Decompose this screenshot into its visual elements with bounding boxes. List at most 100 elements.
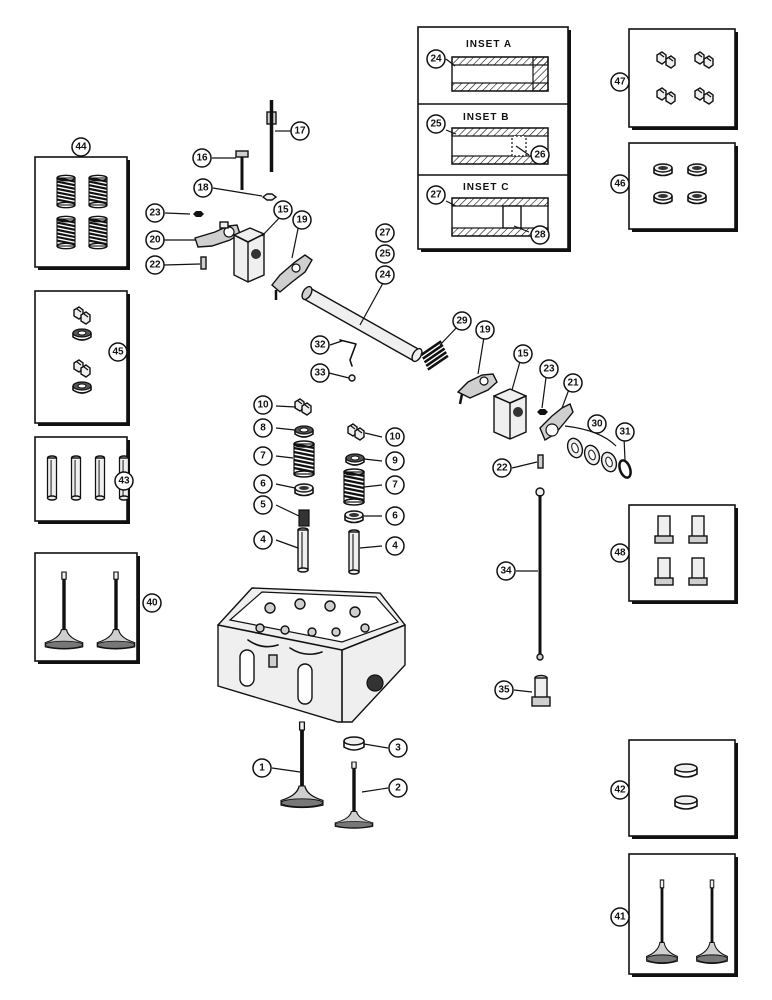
svg-text:15: 15 — [277, 205, 289, 216]
callout-8: 8 — [253, 418, 273, 438]
svg-text:1: 1 — [259, 763, 265, 774]
svg-text:18: 18 — [197, 183, 209, 194]
stud-17 — [266, 100, 277, 172]
kit-box-42 — [628, 739, 738, 839]
svg-text:40: 40 — [146, 598, 158, 609]
svg-text:44: 44 — [75, 142, 87, 153]
callout-5: 5 — [253, 495, 273, 515]
lifter-35 — [531, 674, 551, 707]
washers-30 — [564, 425, 618, 473]
spring-29 — [420, 340, 449, 371]
callout-24: 24 — [375, 265, 395, 285]
callout-40: 40 — [142, 593, 162, 613]
svg-text:35: 35 — [498, 685, 510, 696]
svg-text:10: 10 — [389, 432, 401, 443]
callout-31: 31 — [615, 422, 635, 442]
cylinder-head — [217, 587, 406, 723]
callout-4-right: 4 — [385, 536, 405, 556]
callout-3: 3 — [388, 738, 408, 758]
svg-text:3: 3 — [395, 743, 401, 754]
svg-text:42: 42 — [614, 785, 626, 796]
svg-text:22: 22 — [149, 260, 161, 271]
callout-45: 45 — [108, 342, 128, 362]
callout-25-inset: 25 — [426, 114, 446, 134]
svg-text:48: 48 — [614, 548, 626, 559]
callout-2: 2 — [388, 778, 408, 798]
valve-1 — [279, 720, 325, 810]
svg-text:25: 25 — [430, 119, 442, 130]
leader-lines — [163, 58, 626, 793]
rocker-arm-21 — [539, 403, 574, 442]
callout-21: 21 — [563, 373, 583, 393]
valve-2 — [333, 760, 375, 831]
callout-6-right: 6 — [385, 506, 405, 526]
valve-train — [292, 398, 366, 575]
svg-text:30: 30 — [591, 419, 603, 430]
svg-text:4: 4 — [392, 541, 398, 552]
svg-text:9: 9 — [392, 456, 398, 467]
svg-text:24: 24 — [379, 270, 391, 281]
inset-a-title: INSET A — [466, 39, 512, 50]
bracket-15-left — [233, 227, 265, 283]
seat-insert-3 — [343, 736, 365, 751]
kit-box-43 — [34, 436, 130, 524]
svg-text:2: 2 — [395, 783, 401, 794]
svg-text:4: 4 — [260, 535, 266, 546]
callout-22-left: 22 — [145, 255, 165, 275]
callout-19-left: 19 — [292, 210, 312, 230]
callout-10-left: 10 — [253, 395, 273, 415]
rocker-arm-20 — [194, 221, 241, 248]
callout-41: 41 — [610, 907, 630, 927]
svg-text:23: 23 — [149, 208, 161, 219]
pin-22-right — [537, 454, 544, 469]
svg-text:45: 45 — [112, 347, 124, 358]
callout-33: 33 — [310, 363, 330, 383]
callout-7-right: 7 — [385, 475, 405, 495]
callout-23-left: 23 — [145, 203, 165, 223]
svg-text:43: 43 — [118, 476, 130, 487]
callout-43: 43 — [114, 471, 134, 491]
nut-23-right — [537, 409, 548, 415]
callout-6-left: 6 — [253, 474, 273, 494]
callout-26: 26 — [530, 145, 550, 165]
svg-text:32: 32 — [314, 340, 326, 351]
svg-text:33: 33 — [314, 368, 326, 379]
svg-text:27: 27 — [430, 190, 442, 201]
rocker-arm-19-right — [456, 373, 498, 405]
svg-text:27: 27 — [379, 228, 391, 239]
svg-text:47: 47 — [614, 77, 626, 88]
callout-24-inset: 24 — [426, 49, 446, 69]
svg-text:19: 19 — [296, 215, 308, 226]
callout-29: 29 — [452, 311, 472, 331]
callout-44: 44 — [71, 137, 91, 157]
callout-9: 9 — [385, 451, 405, 471]
svg-text:5: 5 — [260, 500, 266, 511]
callout-35: 35 — [494, 680, 514, 700]
callout-1: 1 — [252, 758, 272, 778]
callout-18: 18 — [193, 178, 213, 198]
svg-text:22: 22 — [496, 463, 508, 474]
nut-18 — [261, 193, 278, 201]
svg-text:19: 19 — [479, 325, 491, 336]
callout-7-left: 7 — [253, 446, 273, 466]
callout-23-right: 23 — [539, 359, 559, 379]
svg-text:17: 17 — [294, 126, 306, 137]
callout-27: 27 — [375, 223, 395, 243]
callout-30: 30 — [587, 414, 607, 434]
pin-22-left — [200, 256, 207, 270]
nut-23-left — [193, 211, 204, 217]
callout-28: 28 — [530, 225, 550, 245]
svg-text:6: 6 — [392, 511, 398, 522]
callout-19-right: 19 — [475, 320, 495, 340]
callout-15-right: 15 — [513, 344, 533, 364]
kit-box-41 — [628, 853, 738, 977]
svg-text:41: 41 — [614, 912, 626, 923]
kit-box-40 — [34, 552, 140, 664]
svg-text:15: 15 — [517, 349, 529, 360]
rocker-arm-19-left — [271, 254, 313, 300]
inset-c-bushing — [451, 197, 549, 237]
callout-20: 20 — [145, 230, 165, 250]
svg-text:16: 16 — [196, 153, 208, 164]
